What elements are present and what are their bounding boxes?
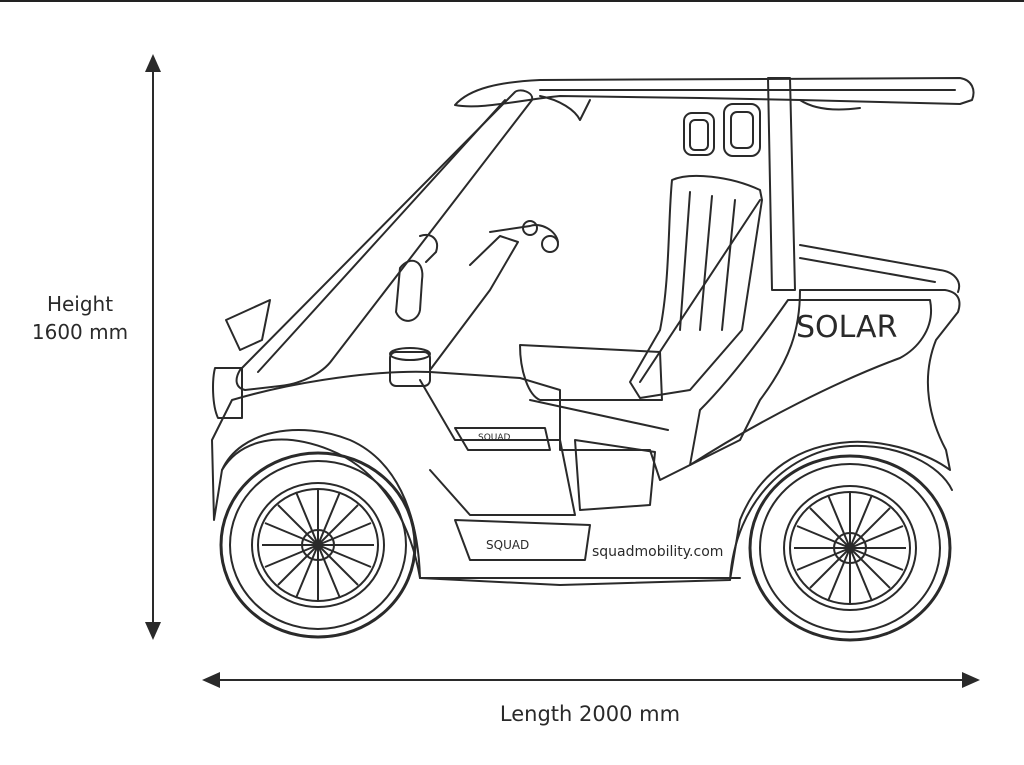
website-text: squadmobility.com bbox=[592, 544, 723, 560]
front-wheel bbox=[219, 451, 417, 639]
rear-wheel bbox=[748, 454, 952, 642]
length-dimension-label: Length 2000 mm bbox=[499, 702, 681, 726]
solar-panel-text: SOLAR bbox=[796, 310, 897, 345]
height-dimension-label: Height 1600 mm bbox=[20, 290, 140, 346]
height-label-text: Height bbox=[46, 292, 114, 316]
top-border-rule bbox=[0, 0, 1024, 2]
floor-squad-badge: SQUAD bbox=[478, 433, 511, 443]
vehicle-line-art bbox=[211, 77, 975, 586]
step-squad-badge: SQUAD bbox=[486, 538, 529, 552]
height-value-text: 1600 mm bbox=[31, 320, 129, 344]
